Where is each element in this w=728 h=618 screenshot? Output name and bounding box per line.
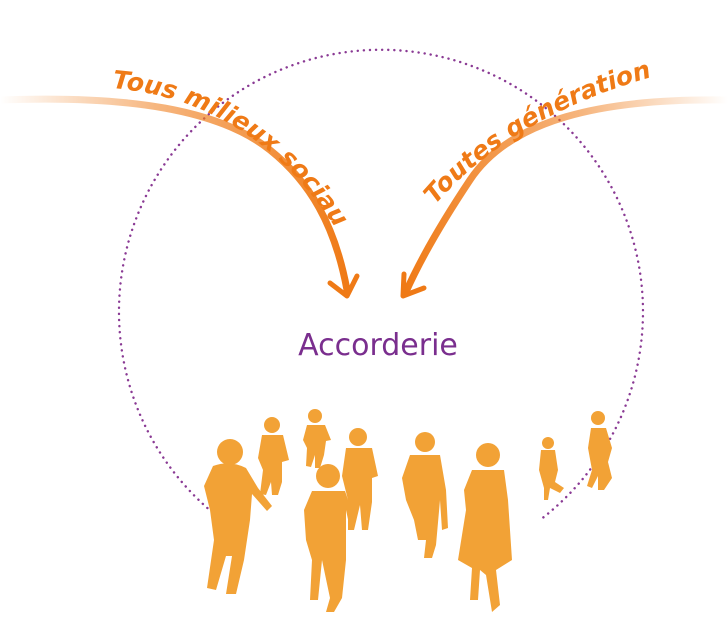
person-9	[587, 411, 612, 490]
person-8	[539, 437, 564, 500]
dotted-circle	[117, 48, 645, 522]
left-arrow	[0, 95, 360, 299]
person-5	[342, 428, 378, 530]
people-silhouettes-icon	[204, 409, 612, 612]
right-arrowhead-icon	[400, 271, 427, 299]
person-2	[258, 417, 289, 495]
person-1	[204, 439, 272, 594]
person-6	[402, 432, 448, 558]
person-3	[303, 409, 331, 468]
person-7	[458, 443, 512, 612]
center-label: Accorderie	[298, 328, 458, 363]
person-4	[304, 464, 355, 612]
left-label: Tous milieux sociaux	[0, 0, 355, 231]
right-arrow	[400, 96, 728, 299]
left-arrowhead-icon	[327, 273, 360, 299]
